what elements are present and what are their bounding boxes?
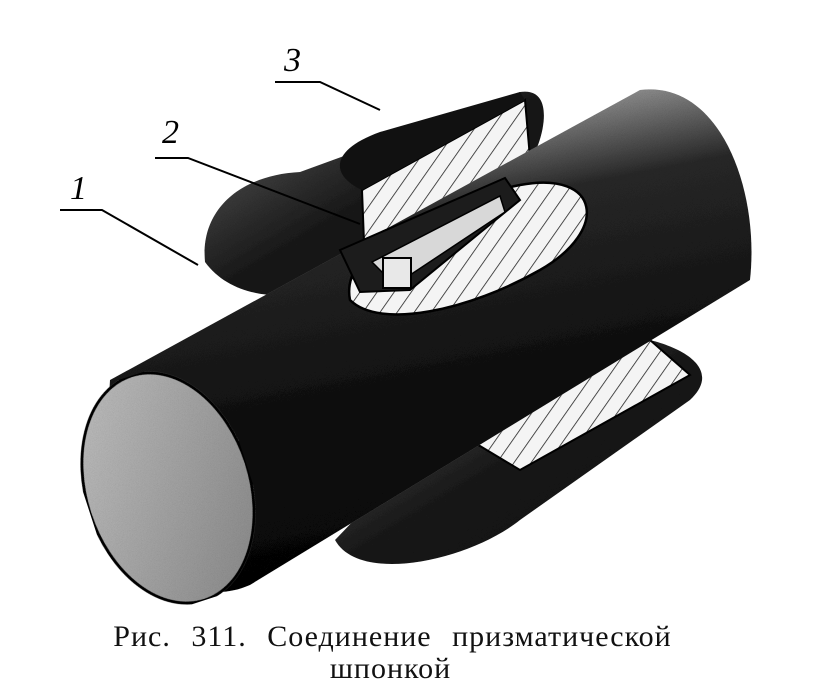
callout-leaders	[60, 81, 381, 266]
callout-2: 2	[162, 114, 179, 151]
callout-3: 3	[284, 42, 301, 79]
figure-caption: Рис. 311. Соединение призматической	[113, 620, 672, 653]
prismatic-key	[338, 176, 522, 294]
callout-1: 1	[70, 170, 87, 207]
figure-caption-continued: шпонкой	[329, 652, 452, 685]
